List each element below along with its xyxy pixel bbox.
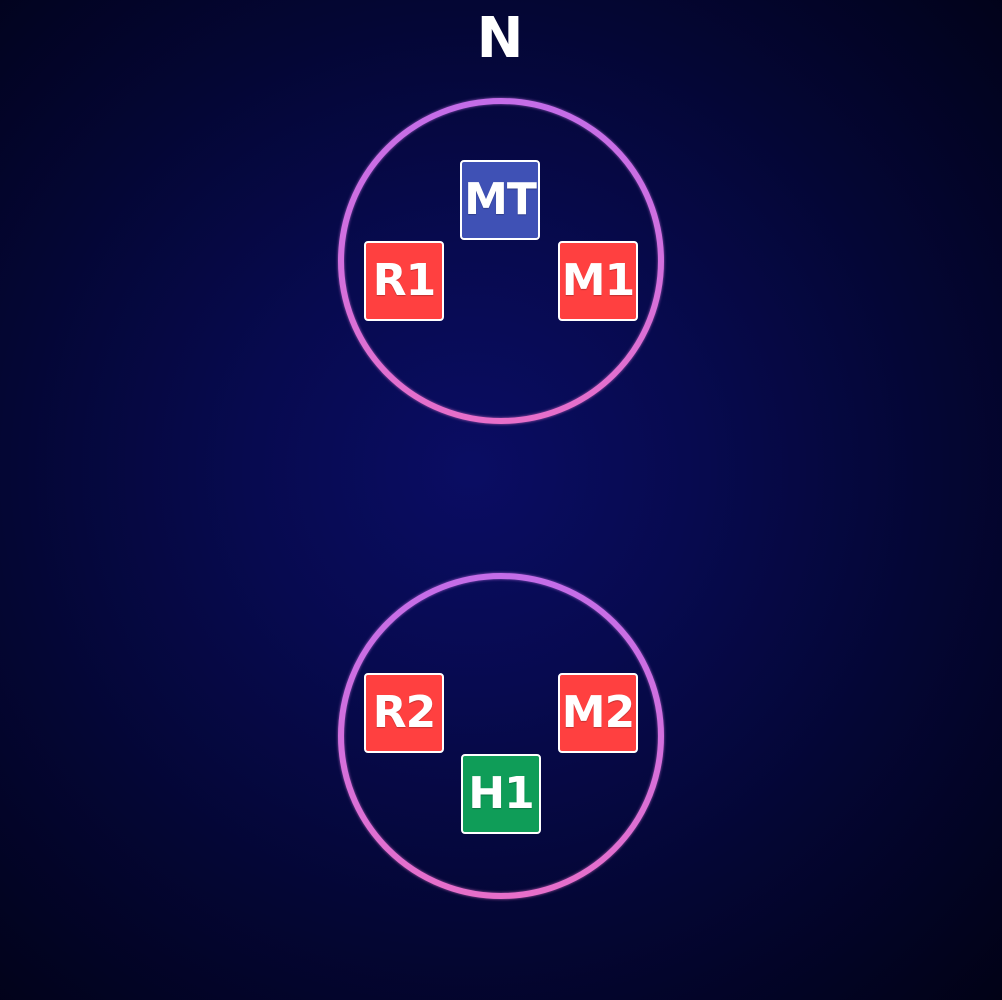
marker-h1[interactable]: H1 — [461, 754, 541, 834]
ring-outline-bottom — [337, 572, 665, 900]
compass-north-label: N — [476, 6, 524, 71]
marker-m1[interactable]: M1 — [558, 241, 638, 321]
group-circle-top — [337, 97, 665, 425]
marker-r2[interactable]: R2 — [364, 673, 444, 753]
ring-outline-top — [337, 97, 665, 425]
group-circle-bottom — [337, 572, 665, 900]
marker-mt[interactable]: MT — [460, 160, 540, 240]
marker-m2[interactable]: M2 — [558, 673, 638, 753]
marker-r1[interactable]: R1 — [364, 241, 444, 321]
